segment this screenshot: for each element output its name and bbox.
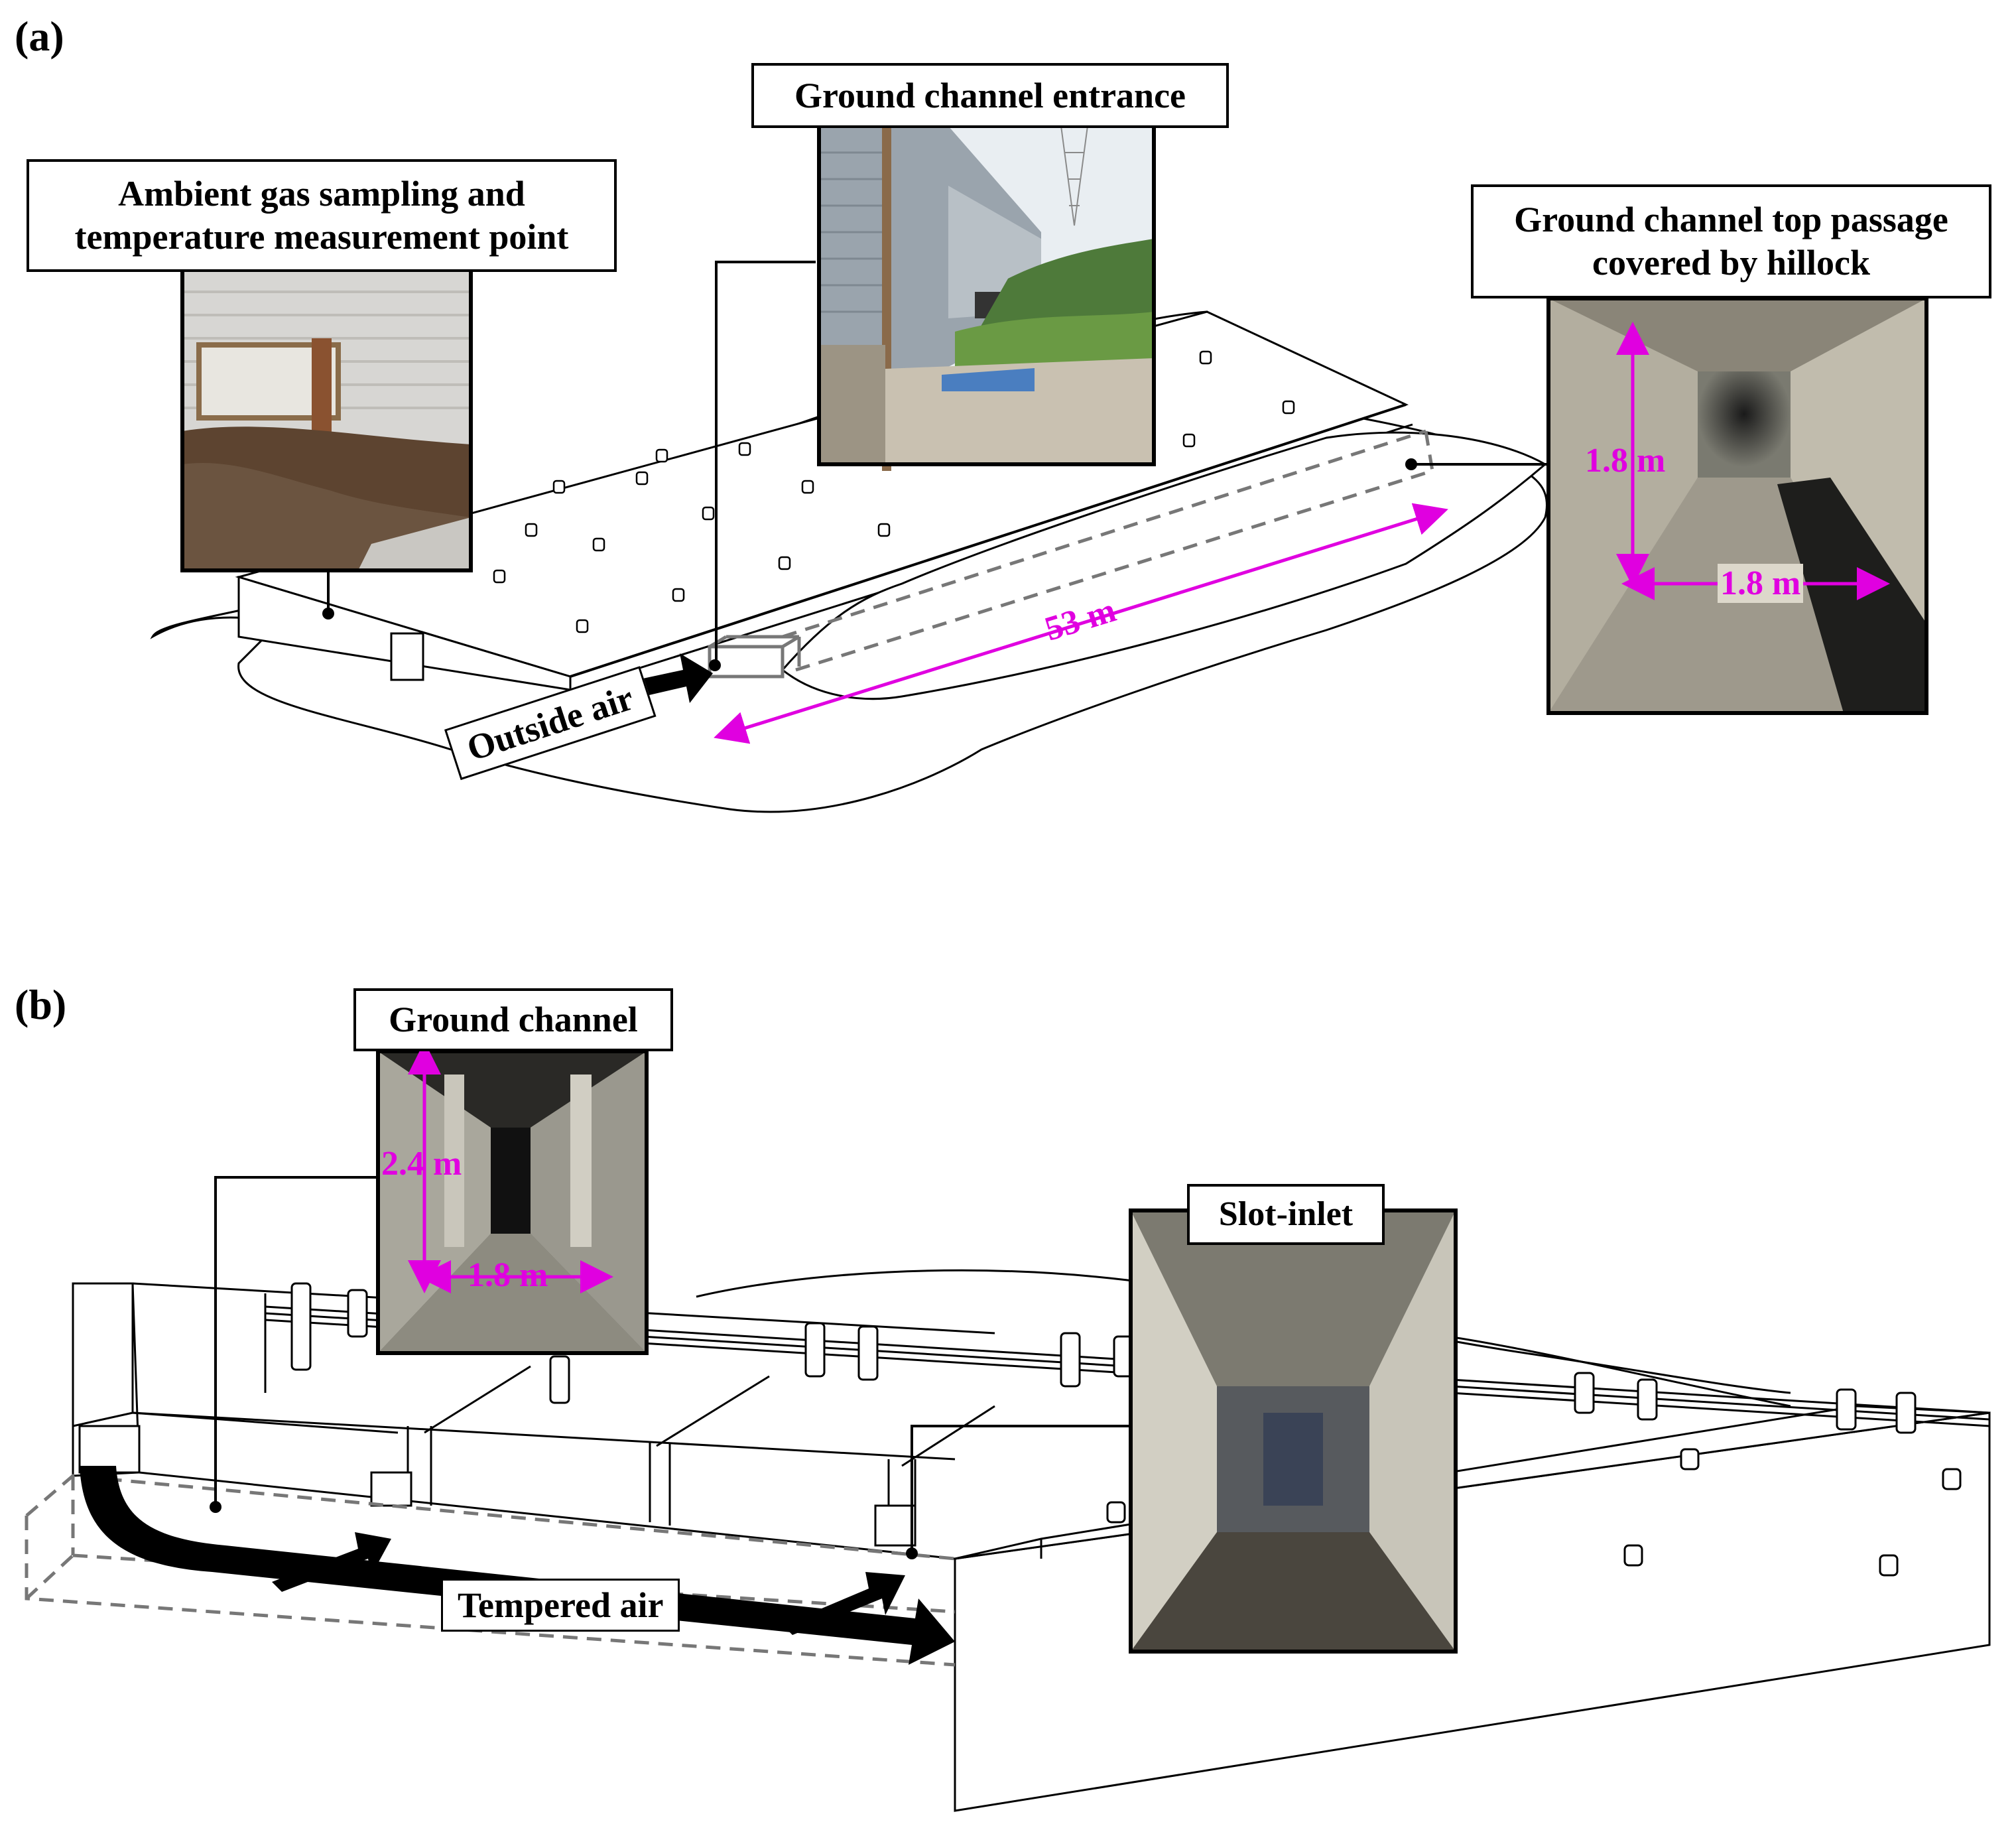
ambient-photo	[180, 267, 473, 572]
panel-a-drawing	[150, 261, 1548, 813]
ambient-sampling-label: Ambient gas sampling and temperature mea…	[27, 159, 617, 272]
top-width-label: 1.8 m	[1718, 564, 1804, 603]
top-passage-line1: Ground channel top passage	[1514, 200, 1948, 240]
top-height-label: 1.8 m	[1585, 442, 1666, 480]
tempered-air-arrows	[80, 1466, 955, 1665]
leader-lines	[327, 261, 1548, 663]
panel-label-a: (a)	[15, 13, 64, 60]
entrance-label: Ground channel entrance	[751, 63, 1229, 128]
top-passage-photo	[1546, 296, 1928, 715]
ground-channel-label: Ground channel	[353, 988, 673, 1051]
slot-inlet-label: Slot-inlet	[1187, 1184, 1385, 1245]
channel-width-label: 1.8 m	[468, 1256, 548, 1294]
panel-label-b: (b)	[15, 981, 67, 1028]
ground-channel-dashed	[25, 1474, 956, 1667]
slot-inlet-arrow-2	[783, 1572, 905, 1635]
entrance-photo	[817, 124, 1156, 471]
ambient-label-line1: Ambient gas sampling and	[118, 174, 525, 214]
leader-lines-b	[214, 1176, 1131, 1552]
channel-height-label: 2.4 m	[381, 1145, 462, 1183]
ambient-label-line2: temperature measurement point	[74, 217, 569, 257]
barn-door	[390, 632, 424, 681]
ground-channel-photo	[376, 1041, 649, 1355]
main-airflow-arrow	[80, 1466, 955, 1665]
length-dimension-arrow	[714, 503, 1448, 744]
outside-air-arrow	[637, 653, 713, 703]
roof-chimneys-b	[290, 1282, 1962, 1577]
slot-inlet-arrow-1	[272, 1532, 391, 1592]
tempered-air-label: Tempered air	[441, 1579, 680, 1632]
top-passage-label: Ground channel top passage covered by hi…	[1471, 184, 1991, 298]
slot-inlet-photo	[1129, 1208, 1458, 1654]
top-passage-line2: covered by hillock	[1592, 243, 1870, 283]
